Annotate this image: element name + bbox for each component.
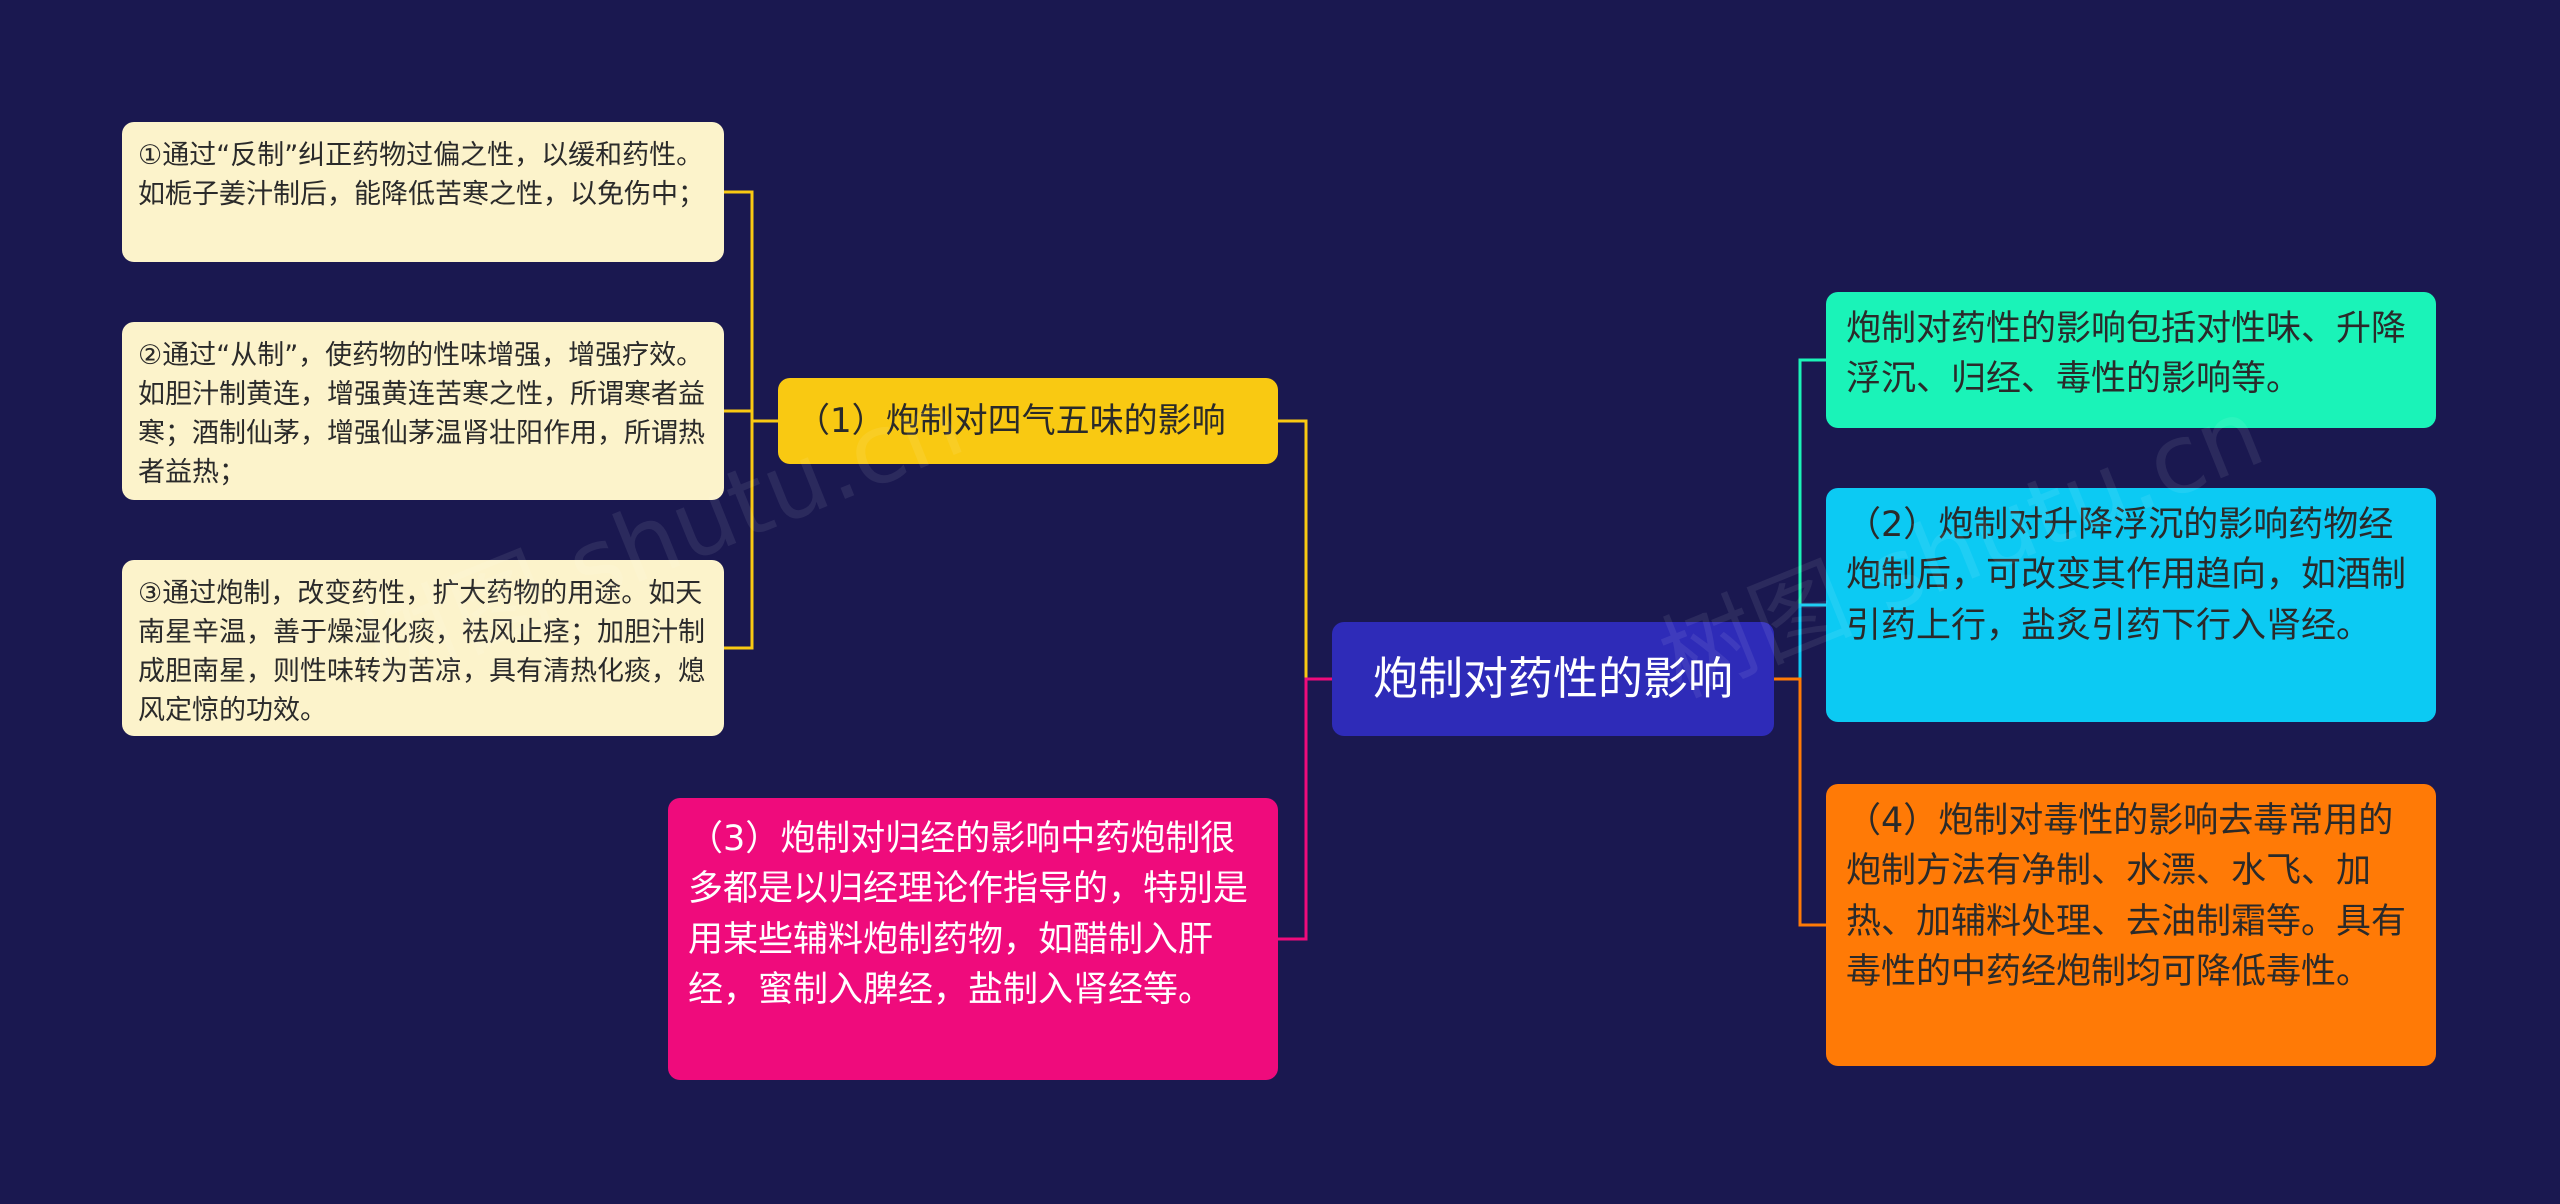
root-node-text: 炮制对药性的影响 xyxy=(1372,652,1733,706)
leaf-node-2[interactable]: ②通过“从制”，使药物的性味增强，增强疗效。如胆汁制黄连，增强黄连苦寒之性，所谓… xyxy=(122,322,724,500)
right-node-toxicity[interactable]: （4）炮制对毒性的影响去毒常用的炮制方法有净制、水漂、水飞、加热、加辅料处理、去… xyxy=(1826,784,2436,1066)
right-node-overview[interactable]: 炮制对药性的影响包括对性味、升降浮沉、归经、毒性的影响等。 xyxy=(1826,292,2436,428)
right-node-ascending-descending-text: （2）炮制对升降浮沉的影响药物经炮制后，可改变其作用趋向，如酒制引药上行，盐炙引… xyxy=(1846,505,2407,646)
leaf-node-2-text: ②通过“从制”，使药物的性味增强，增强疗效。如胆汁制黄连，增强黄连苦寒之性，所谓… xyxy=(138,340,705,489)
right-node-overview-text: 炮制对药性的影响包括对性味、升降浮沉、归经、毒性的影响等。 xyxy=(1846,309,2407,400)
leaf-node-3[interactable]: ③通过炮制，改变药性，扩大药物的用途。如天南星辛温，善于燥湿化痰，祛风止痉；加胆… xyxy=(122,560,724,736)
connector-branch1-leaf1 xyxy=(724,190,778,423)
leaf-node-1[interactable]: ①通过“反制”纠正药物过偏之性，以缓和药性。如栀子姜汁制后，能降低苦寒之性，以免… xyxy=(122,122,724,262)
connector-root-right3 xyxy=(1774,677,1826,927)
leaf-node-1-text: ①通过“反制”纠正药物过偏之性，以缓和药性。如栀子姜汁制后，能降低苦寒之性，以免… xyxy=(138,140,705,211)
branch-node-four-qi-five-flavors[interactable]: （1）炮制对四气五味的影响 xyxy=(778,378,1278,464)
branch-node-four-qi-five-flavors-text: （1）炮制对四气五味的影响 xyxy=(796,400,1226,441)
branch-node-meridian-tropism[interactable]: （3）炮制对归经的影响中药炮制很多都是以归经理论作指导的，特别是用某些辅料炮制药… xyxy=(668,798,1278,1080)
connector-root-branch1 xyxy=(1278,419,1332,681)
root-node[interactable]: 炮制对药性的影响 xyxy=(1332,622,1774,736)
right-node-toxicity-text: （4）炮制对毒性的影响去毒常用的炮制方法有净制、水漂、水飞、加热、加辅料处理、去… xyxy=(1846,801,2407,993)
branch-node-meridian-tropism-text: （3）炮制对归经的影响中药炮制很多都是以归经理论作指导的，特别是用某些辅料炮制药… xyxy=(688,819,1249,1011)
connector-root-right2 xyxy=(1774,603,1826,681)
leaf-node-3-text: ③通过炮制，改变药性，扩大药物的用途。如天南星辛温，善于燥湿化痰，祛风止痉；加胆… xyxy=(138,578,705,727)
right-node-ascending-descending[interactable]: （2）炮制对升降浮沉的影响药物经炮制后，可改变其作用趋向，如酒制引药上行，盐炙引… xyxy=(1826,488,2436,722)
connector-root-branch3 xyxy=(1278,677,1332,941)
connector-branch1-leaf3 xyxy=(724,419,778,650)
